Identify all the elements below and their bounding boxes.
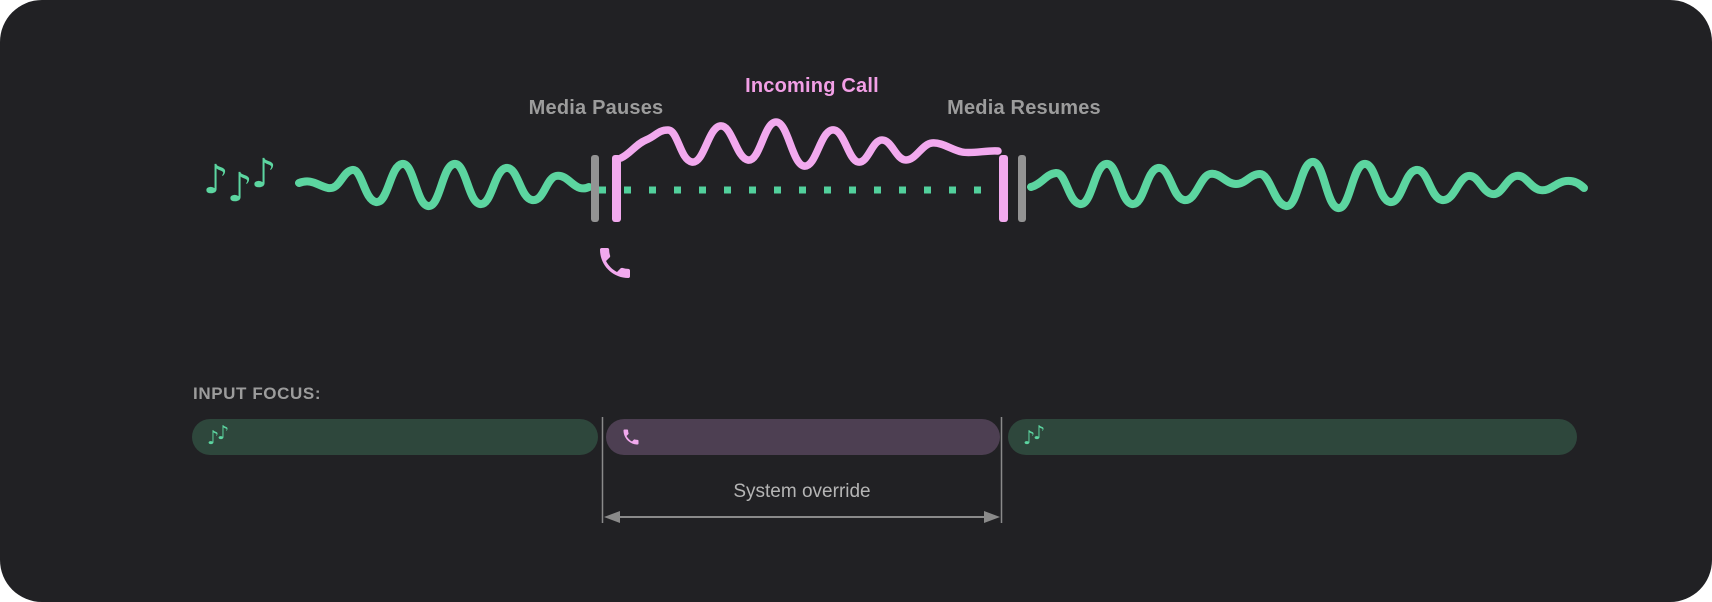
music-notes-icon: ♪ ♪ ♪: [203, 150, 278, 220]
pause-marker-pink: [612, 155, 621, 222]
media-resumes-label: Media Resumes: [947, 97, 1101, 119]
phone-icon: [621, 427, 641, 447]
note-glyph: ♪: [207, 427, 220, 449]
music-notes-icon: ♪ ♪: [207, 424, 237, 450]
media-waveform-before: [295, 160, 593, 210]
focus-bar-media-before: ♪ ♪: [192, 419, 598, 455]
resume-marker-pink: [999, 155, 1008, 222]
focus-bar-media-after: ♪ ♪: [1008, 419, 1577, 455]
override-span-arrow: [604, 511, 1000, 523]
media-pauses-label: Media Pauses: [528, 97, 664, 119]
resume-marker-gray: [1018, 155, 1026, 222]
incoming-call-label: Incoming Call: [745, 75, 879, 97]
note-glyph: ♪: [1033, 422, 1046, 444]
system-override-label: System override: [733, 481, 871, 502]
note-glyph: ♪: [217, 422, 230, 444]
note-glyph: ♪: [203, 157, 229, 203]
focus-bar-call: [606, 419, 1000, 455]
pause-marker-gray: [591, 155, 599, 222]
incoming-call-waveform: [617, 118, 1002, 170]
music-notes-icon: ♪ ♪: [1023, 424, 1053, 450]
note-glyph: ♪: [1023, 427, 1036, 449]
phone-icon: [595, 243, 635, 283]
note-glyph: ♪: [227, 165, 253, 211]
media-waveform-after: [1027, 158, 1588, 212]
input-focus-heading: INPUT FOCUS:: [193, 384, 322, 403]
note-glyph: ♪: [251, 151, 277, 197]
